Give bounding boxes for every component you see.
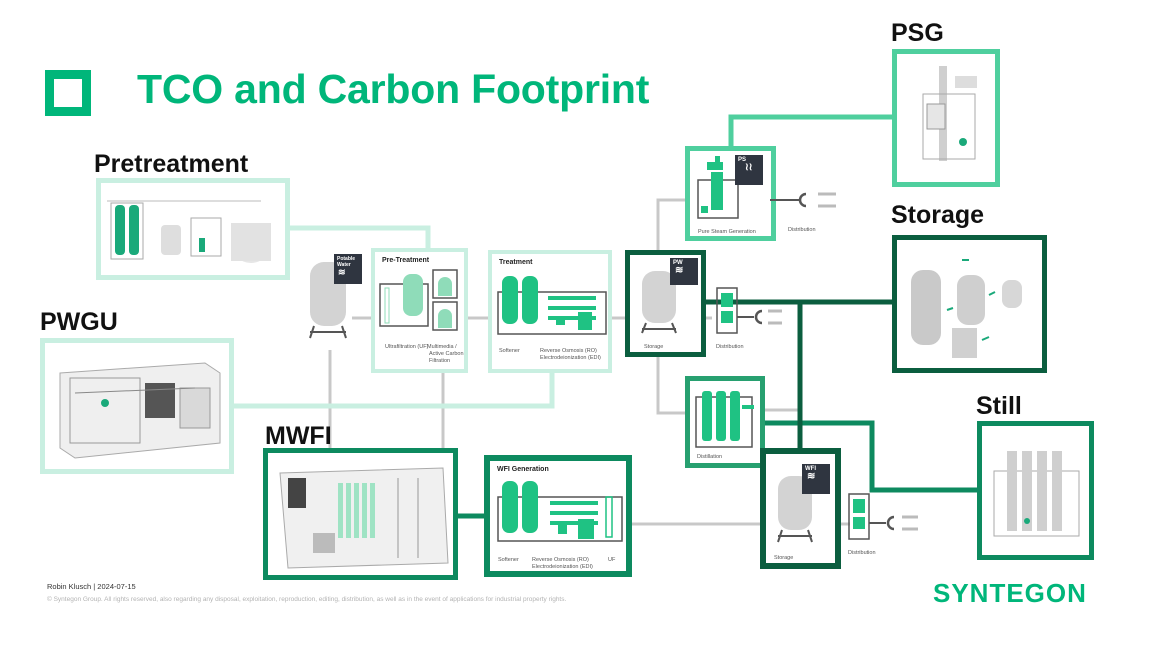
steam-icon: ≀≀	[745, 162, 753, 173]
potable-water-badge-text: Potable Water	[337, 256, 356, 268]
pw-badge: PW ≋	[670, 258, 698, 285]
label-still: Still	[976, 392, 1022, 420]
wfi-caption-uf: UF	[608, 557, 616, 563]
storage-tank-icon	[641, 271, 677, 334]
wfi-storage-caption: Storage	[774, 555, 794, 561]
syntegon-logo: SYNTEGON	[933, 578, 1087, 608]
treatment-caption-ro: Reverse Osmosis (RO)	[540, 348, 597, 354]
pre-treatment-caption-3: Filtration	[429, 358, 451, 364]
label-psg: PSG	[891, 19, 944, 47]
distillation-caption: Distillation	[697, 454, 723, 460]
label-pretreatment: Pretreatment	[94, 150, 249, 178]
storage-product-box[interactable]	[892, 235, 1047, 373]
pwgu-connector	[233, 372, 555, 409]
treatment-caption-softener: Softener	[499, 348, 520, 354]
treatment-caption-edi: Electrodeionization (EDI)	[540, 355, 601, 361]
pre-treatment-caption-uf: Ultrafiltration (UF)	[385, 344, 429, 350]
pw-distribution[interactable]: Distribution	[714, 287, 804, 352]
psg-link	[728, 114, 895, 148]
pale-connectors	[233, 225, 555, 409]
water-waves-icon: ≋	[807, 471, 816, 482]
pre-treatment-block[interactable]: Pre-Treatment Ultrafiltration (UF) Multi…	[371, 248, 468, 373]
mwfi-product-box[interactable]	[263, 448, 458, 580]
pre-treatment-icon	[379, 269, 458, 331]
potable-water-badge: Potable Water ≋	[334, 254, 362, 284]
pretreatment-equipment-image	[107, 200, 271, 263]
pretreatment-connector	[288, 225, 431, 250]
flow-line	[656, 356, 690, 415]
pw-badge-text: PW	[673, 260, 683, 266]
flow-line	[656, 198, 690, 250]
pretreatment-product-box[interactable]	[96, 178, 290, 280]
pw-storage-caption: Storage	[644, 344, 664, 350]
wfi-generation-icon	[497, 481, 623, 542]
wfi-caption-ro: Reverse Osmosis (RO)	[532, 557, 589, 563]
distribution-connector-icon	[770, 192, 836, 208]
title-marker	[45, 70, 91, 116]
label-storage: Storage	[891, 201, 985, 229]
ps-badge: PS ≀≀	[735, 155, 763, 185]
psg-connector	[728, 114, 895, 148]
mwfi-equipment-image	[279, 467, 449, 569]
pure-steam-caption: Pure Steam Generation	[698, 229, 756, 235]
ps-distribution[interactable]: Distribution	[770, 182, 860, 237]
psg-equipment-image	[922, 66, 977, 161]
pwgu-equipment-image	[59, 362, 221, 459]
treatment-block[interactable]: Treatment Softener Reverse Osmosis (RO) …	[488, 250, 612, 373]
page-title: TCO and Carbon Footprint	[137, 66, 650, 112]
wfi-generation-title: WFI Generation	[497, 466, 549, 473]
label-pwgu: PWGU	[40, 308, 118, 336]
storage-equipment-image	[911, 259, 1022, 358]
water-waves-icon: ≋	[675, 265, 684, 276]
deep-connectors	[456, 420, 980, 519]
potable-water-tank: Potable Water ≋	[306, 254, 366, 344]
still-product-box[interactable]	[977, 421, 1094, 560]
pw-distribution-caption: Distribution	[716, 344, 744, 350]
pure-steam-generation-block[interactable]: PS ≀≀ Pure Steam Generation	[685, 146, 776, 241]
ps-badge-text: PS	[738, 157, 747, 163]
still-equipment-image	[993, 451, 1080, 537]
wfi-distribution[interactable]: Distribution	[846, 493, 936, 558]
still-connector	[764, 420, 980, 493]
pure-steam-icon	[697, 156, 739, 219]
distribution-icon	[848, 493, 918, 540]
wfi-generation-block[interactable]: WFI Generation Softener Reverse Osmosis …	[484, 455, 632, 577]
copyright-notice: © Syntegon Group. All rights reserved, a…	[47, 596, 567, 603]
wfi-distribution-caption: Distribution	[848, 550, 876, 556]
water-waves-icon: ≋	[338, 267, 346, 277]
psg-product-box[interactable]	[892, 49, 1000, 187]
wfi-storage-block[interactable]: WFI ≋ Storage	[760, 448, 841, 569]
treatment-title: Treatment	[499, 259, 533, 266]
distillation-icon	[695, 391, 754, 448]
pre-treatment-caption-1: Multimedia /	[427, 344, 457, 350]
wfi-badge: WFI ≋	[802, 464, 830, 494]
pw-storage-block[interactable]: PW ≋ Storage	[625, 250, 706, 357]
distillation-block[interactable]: Distillation	[685, 376, 765, 468]
label-mwfi: MWFI	[265, 422, 332, 450]
wfi-badge-text: WFI	[805, 466, 816, 472]
author-date: Robin Klusch | 2024-07-15	[47, 582, 136, 591]
wfi-caption-edi: Electrodeionization (EDI)	[532, 564, 593, 570]
dark-connectors	[703, 299, 895, 453]
ps-distribution-caption: Distribution	[788, 227, 816, 233]
process-flow-lines	[328, 198, 850, 526]
pre-treatment-title: Pre-Treatment	[382, 257, 430, 264]
pwgu-product-box[interactable]	[40, 338, 234, 474]
pre-treatment-caption-2: Active Carbon	[429, 351, 464, 357]
distribution-icon	[716, 287, 782, 334]
treatment-icon	[497, 276, 607, 335]
wfi-caption-softener: Softener	[498, 557, 519, 563]
